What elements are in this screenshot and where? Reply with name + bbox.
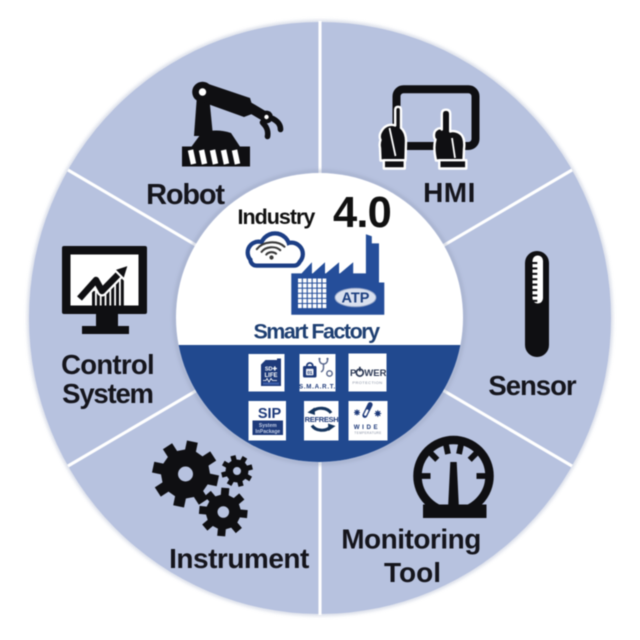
svg-text:SD✚: SD✚ <box>265 366 278 373</box>
svg-text:P: P <box>350 368 357 379</box>
svg-text:01: 01 <box>307 370 313 375</box>
svg-text:Monitoring: Monitoring <box>341 524 481 555</box>
svg-text:REFRESH: REFRESH <box>305 415 339 424</box>
svg-text:InPackage: InPackage <box>255 429 280 435</box>
svg-text:PROTECTION: PROTECTION <box>352 380 382 385</box>
svg-text:WER: WER <box>364 368 386 379</box>
svg-text:HMI: HMI <box>423 177 476 208</box>
svg-text:LIFE: LIFE <box>265 373 278 379</box>
svg-text:4.0: 4.0 <box>333 189 391 237</box>
svg-text:WIDE: WIDE <box>354 424 381 431</box>
svg-text:Tool: Tool <box>384 557 441 588</box>
svg-text:Sensor: Sensor <box>488 370 577 401</box>
svg-text:Robot: Robot <box>146 179 225 211</box>
svg-text:SIP: SIP <box>258 406 282 422</box>
svg-text:Smart Factory: Smart Factory <box>253 320 380 344</box>
svg-text:TEMPERATURE: TEMPERATURE <box>354 431 381 435</box>
svg-text:System: System <box>62 378 153 409</box>
svg-text:Control: Control <box>61 349 154 380</box>
svg-text:ATP: ATP <box>342 291 370 307</box>
svg-text:Industry: Industry <box>238 205 316 229</box>
svg-text:System: System <box>259 423 277 429</box>
svg-text:Instrument: Instrument <box>169 543 309 574</box>
svg-text:S.M.A.R.T.: S.M.A.R.T. <box>299 384 336 391</box>
